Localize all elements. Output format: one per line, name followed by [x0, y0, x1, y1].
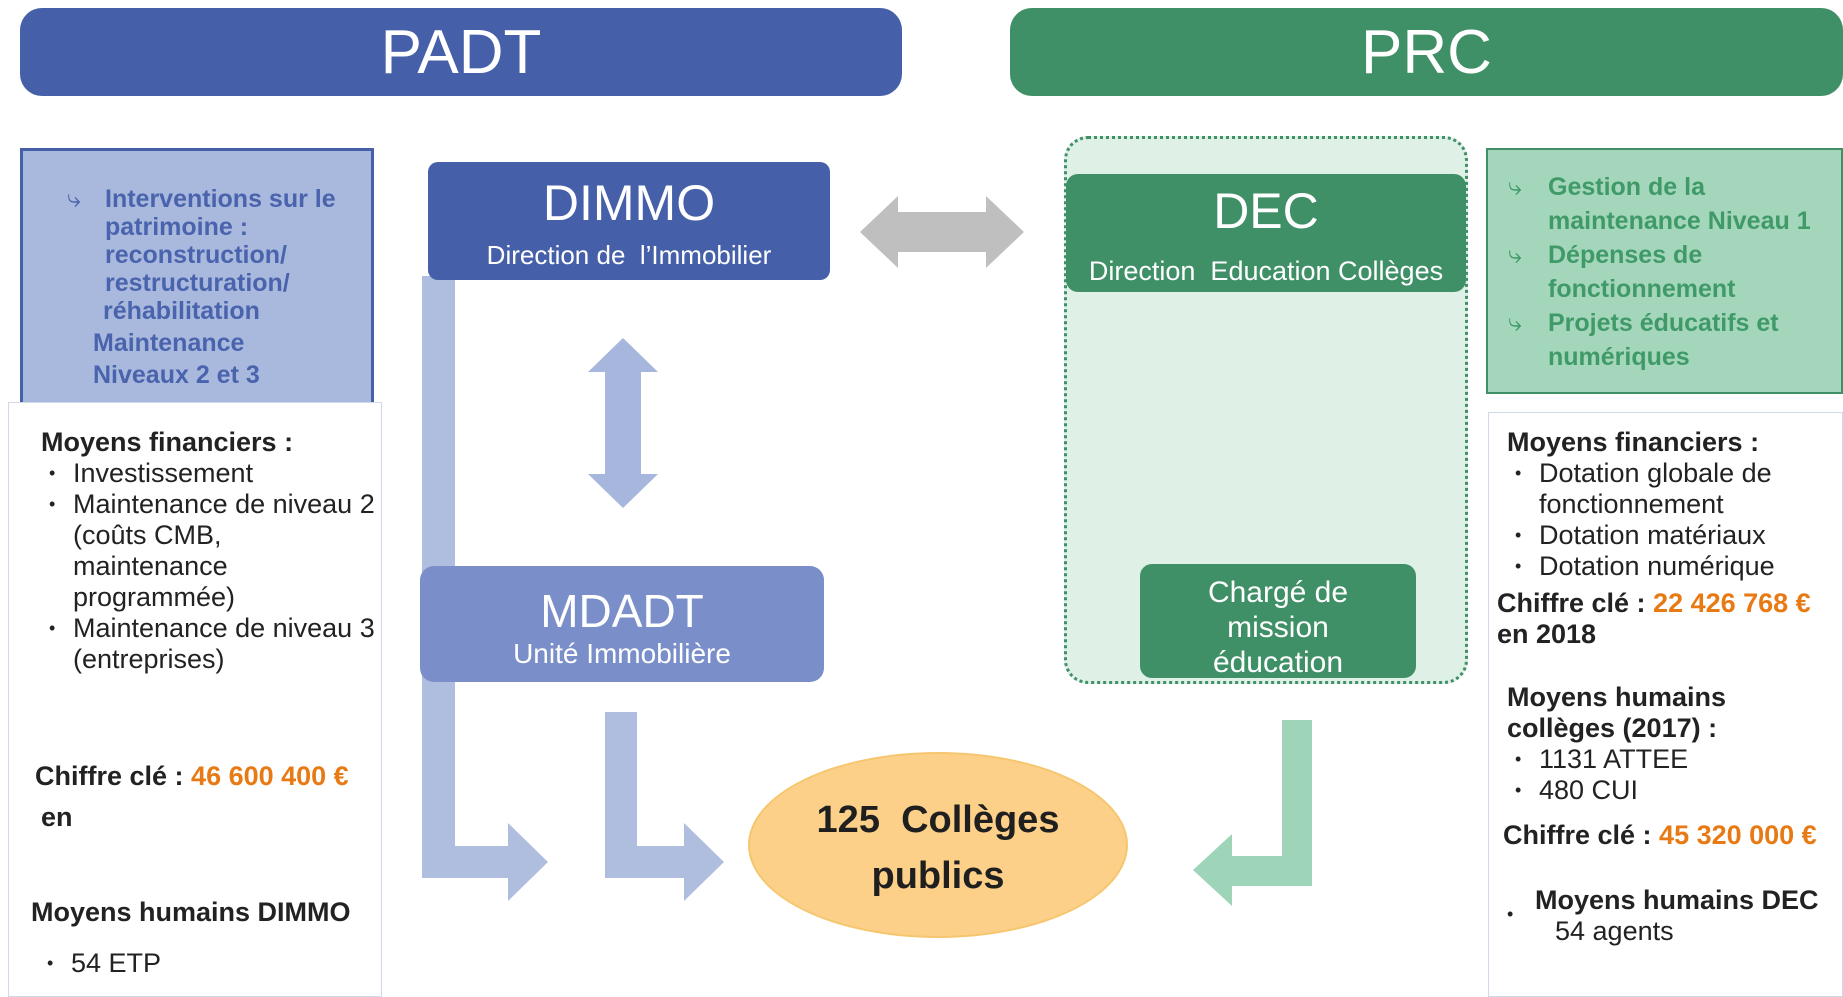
prc-title: PRC — [1361, 17, 1492, 87]
dimmo-title: DIMMO — [542, 175, 716, 231]
prc-means-panel: Moyens financiers : Dotation globale de … — [1488, 412, 1843, 997]
colleges-line-1: 125 Collèges — [816, 799, 1060, 841]
right-key-figure-2: Chiffre clé : 45 320 000 € — [1503, 820, 1842, 851]
charge-line-1: Chargé de — [1207, 576, 1349, 609]
padt-means-panel: Moyens financiers : Investissement Maint… — [8, 402, 382, 997]
bullet: • — [1507, 904, 1514, 924]
left-fin-list: Investissement Maintenance de niveau 2 (… — [41, 458, 381, 675]
prc-resp-line: numériques — [1548, 343, 1690, 371]
prc-resp-line: fonctionnement — [1548, 275, 1736, 303]
arrow-hook-icon: ⤷ — [1508, 241, 1523, 269]
left-hum-title: Moyens humains DIMMO — [31, 897, 351, 927]
left-key-label: Chiffre clé : — [35, 761, 184, 791]
right-key1-suffix: en 2018 — [1497, 619, 1597, 649]
left-key-value: 46 600 400 € — [191, 761, 349, 791]
charge-line-2: mission — [1227, 611, 1329, 644]
interventions-line-7: Niveaux 2 et 3 — [93, 361, 260, 389]
prc-resp-item: ⤷ Gestion de la maintenance Niveau 1 — [1508, 170, 1841, 238]
prc-resp-line: Dépenses de — [1548, 241, 1703, 269]
left-fin-title: Moyens financiers : — [41, 427, 294, 457]
dec-to-colleges-arrow — [1193, 720, 1312, 906]
left-fin-item: Investissement — [41, 458, 381, 489]
prc-resp-line: Projets éducatifs et — [1548, 309, 1779, 337]
prc-resp-line: maintenance Niveau 1 — [1548, 207, 1811, 235]
prc-responsibilities-box: ⤷ Gestion de la maintenance Niveau 1 ⤷ D… — [1486, 148, 1843, 394]
right-fin-item: Dotation globale de fonctionnement — [1507, 458, 1842, 520]
prc-resp-line: Gestion de la — [1548, 173, 1705, 201]
dimmo-to-colleges-arrow — [422, 276, 548, 901]
dec-box: DEC Direction Education Collèges — [1066, 174, 1466, 292]
dimmo-dec-double-arrow — [860, 196, 1024, 268]
prc-resp-item: ⤷ Projets éducatifs et numériques — [1508, 306, 1841, 374]
right-key2-value: 45 320 000 € — [1659, 820, 1817, 850]
right-hum-item: 1131 ATTEE — [1507, 744, 1842, 775]
arrow-hook-icon: ⤷ — [1508, 173, 1523, 201]
mdadt-to-colleges-arrow — [605, 712, 724, 901]
interventions-line-2: patrimoine : — [105, 213, 249, 241]
right-key1-label: Chiffre clé : — [1497, 588, 1646, 618]
right-key1-value: 22 426 768 € — [1653, 588, 1811, 618]
interventions-line-5: réhabilitation — [103, 297, 260, 325]
right-key2-label: Chiffre clé : — [1503, 820, 1652, 850]
arrow-hook-icon: ⤷ — [67, 185, 82, 213]
arrow-hook-icon: ⤷ — [1508, 309, 1523, 337]
right-hum-list: 1131 ATTEE 480 CUI — [1507, 744, 1842, 806]
mdadt-box: MDADT Unité Immobilière — [420, 566, 824, 682]
padt-interventions-box: ⤷ Interventions sur le patrimoine : reco… — [20, 148, 374, 408]
left-key-figure: Chiffre clé : 46 600 400 € — [35, 761, 381, 792]
charge-mission-box: Chargé de mission éducation — [1140, 564, 1416, 679]
mdadt-title: MDADT — [540, 585, 704, 637]
right-hum-item: 480 CUI — [1507, 775, 1842, 806]
charge-line-3: éducation — [1212, 646, 1344, 679]
interventions-line-6: Maintenance — [93, 329, 245, 357]
prc-resp-item: ⤷ Dépenses de fonctionnement — [1508, 238, 1841, 306]
right-dec-title: • Moyens humains DEC 54 agents — [1507, 885, 1842, 947]
mdadt-subtitle: Unité Immobilière — [513, 638, 731, 669]
right-fin-item: Dotation numérique — [1507, 551, 1842, 582]
left-fin-item: Maintenance de niveau 3 (entreprises) — [41, 613, 381, 675]
right-fin-title: Moyens financiers : — [1507, 427, 1760, 457]
interventions-line-1: Interventions sur le — [105, 185, 336, 213]
dimmo-box: DIMMO Direction de l’Immobilier — [428, 162, 830, 280]
colleges-line-2: publics — [871, 855, 1005, 897]
dimmo-subtitle: Direction de l’Immobilier — [486, 240, 772, 270]
right-key-figure-1: Chiffre clé : 22 426 768 € — [1497, 588, 1842, 619]
colleges-ellipse: 125 Collèges publics — [748, 752, 1128, 938]
left-hum-item: 54 ETP — [39, 948, 381, 979]
dec-title: DEC — [1213, 183, 1319, 239]
interventions-line-4: restructuration/ — [105, 269, 290, 297]
left-fin-item: Maintenance de niveau 2 (coûts CMB, main… — [41, 489, 381, 613]
right-dec-value: 54 agents — [1555, 916, 1674, 946]
left-hum-list: 54 ETP — [39, 948, 381, 979]
dimmo-mdadt-double-arrow — [588, 338, 658, 508]
dec-subtitle: Direction Education Collèges — [1088, 256, 1444, 286]
left-key-suffix: en — [41, 802, 73, 832]
padt-title: PADT — [380, 17, 542, 87]
right-fin-item: Dotation matériaux — [1507, 520, 1842, 551]
right-fin-list: Dotation globale de fonctionnement Dotat… — [1507, 458, 1842, 582]
padt-banner: PADT — [20, 8, 902, 96]
interventions-line-3: reconstruction/ — [105, 241, 287, 269]
prc-banner: PRC — [1010, 8, 1843, 96]
